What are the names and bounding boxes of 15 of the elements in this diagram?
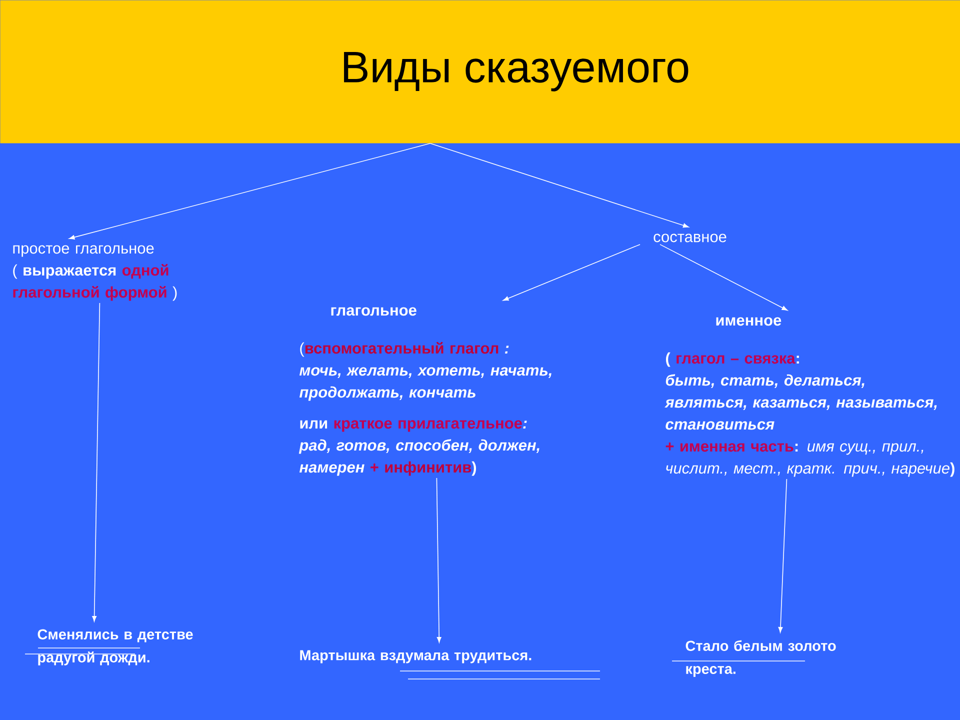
- arrow: [68, 143, 431, 240]
- arrow: [660, 244, 788, 311]
- predicate-type-text: простое глагольное ( выражается одной глагольной формой ): [13, 245, 177, 301]
- arrow: [430, 143, 689, 228]
- title-band: Виды сказуемого: [0, 0, 960, 144]
- arrow: [92, 302, 100, 622]
- predicate-type-text: именное ( глагол – связка: быть, стать, делаться, являться, казаться, называться, становиться + именная часть: имя сущ., прил., числит., мест., кратк. прич., наречие): [664, 317, 954, 477]
- arrow: [436, 478, 442, 643]
- arrow: [778, 478, 788, 633]
- arrow: [502, 244, 640, 301]
- predicate-type-text: составное: [654, 234, 726, 242]
- example-sentence: Сменялись в детстве радугой дожди.: [38, 629, 193, 666]
- predicate-type-text: глагольное (вспомогательный глагол : мочь, желать, хотеть, начать, продолжать, кончать или краткое прилагательное: рад, готов, способен, должен, намерен + инфинитив): [298, 307, 552, 476]
- example-sentence: Стало белым золото креста.: [686, 640, 836, 677]
- example-sentence: Мартышка вздумала трудиться.: [300, 650, 532, 664]
